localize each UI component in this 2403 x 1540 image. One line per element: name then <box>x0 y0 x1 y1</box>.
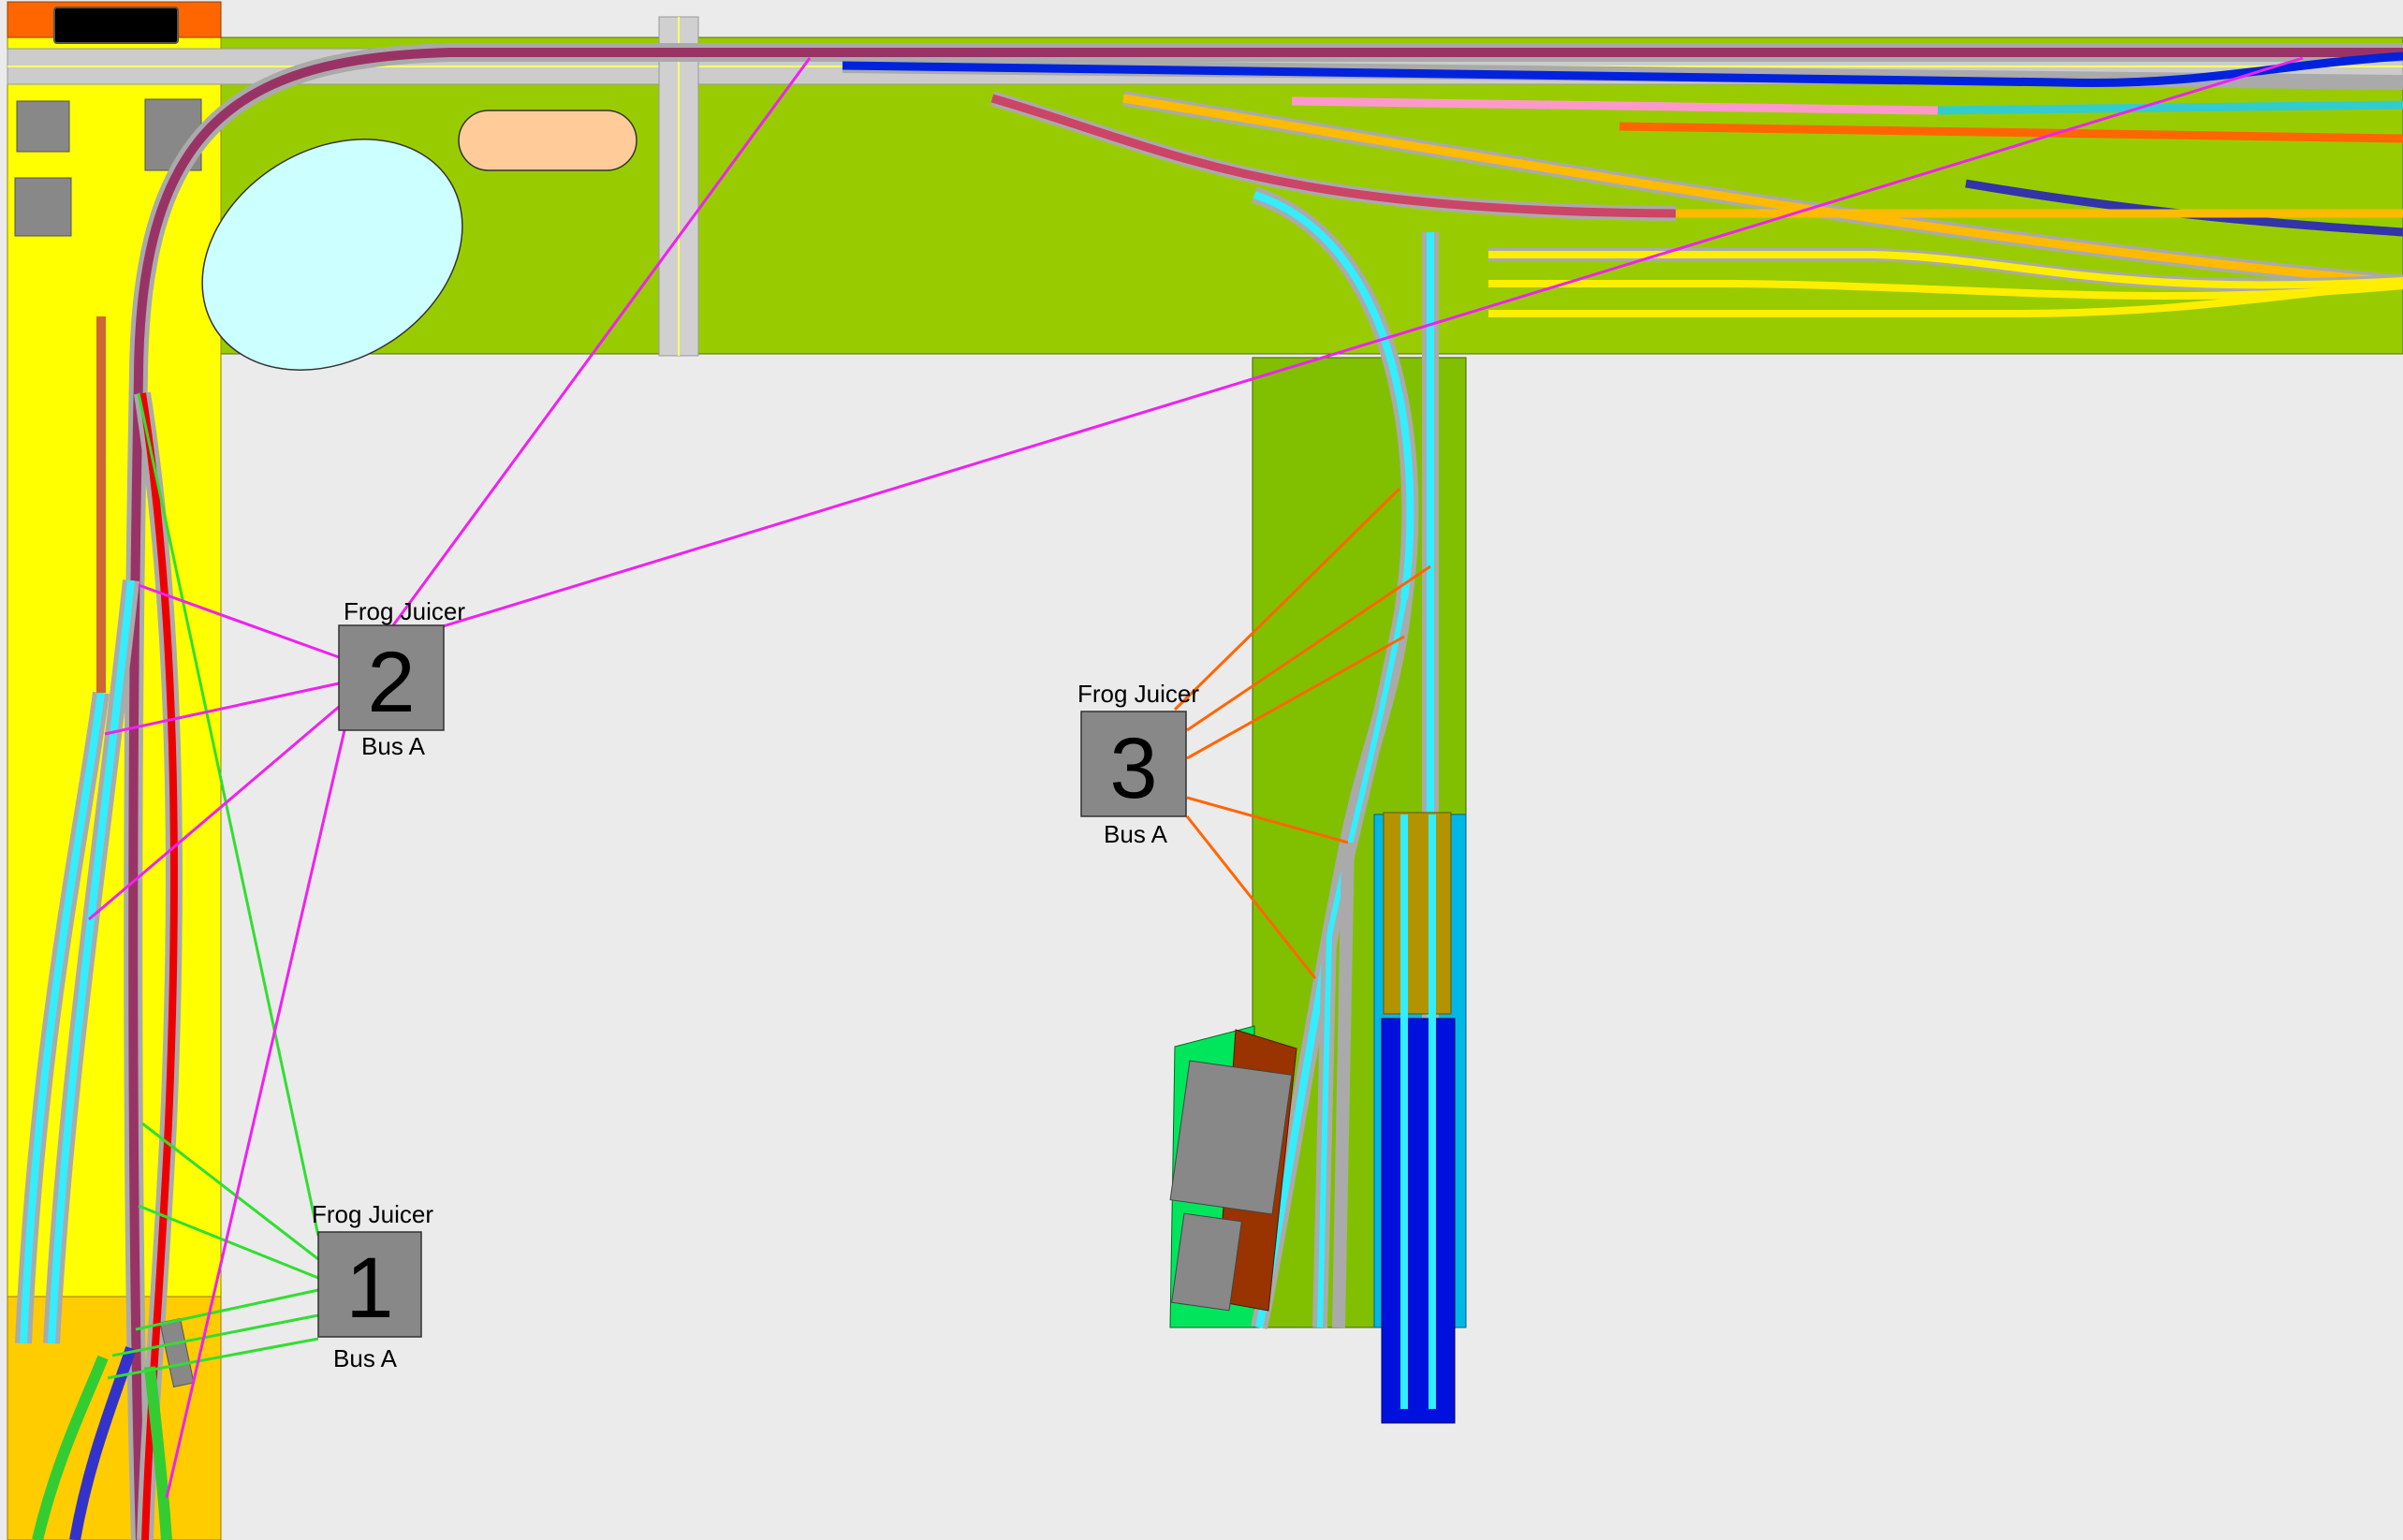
frog-juicer-1-number: 1 <box>345 1240 393 1336</box>
wires-juicer-1 <box>107 392 320 1380</box>
fiddle-yard-khaki <box>1383 812 1452 1015</box>
track-yard-gold-1-color <box>1122 94 2403 287</box>
wires-juicer-2 <box>88 56 2304 1499</box>
frog-juicer-1[interactable]: Frog Juicer 1 Bus A <box>312 1200 433 1372</box>
track-branch-cyan-2-color <box>1317 598 1407 1328</box>
frog-juicer-3-title: Frog Juicer <box>1077 680 1199 708</box>
station-building-2 <box>1171 1212 1242 1312</box>
frog-juicer-3-bus: Bus A <box>1104 820 1168 848</box>
track-yard-yellow-1-color <box>1488 251 2403 289</box>
fiddle-yard-dark-blue <box>1381 1018 1456 1424</box>
track-yard-pink <box>1291 96 1939 115</box>
wires-juicer-3 <box>1173 487 1431 979</box>
building-3 <box>14 177 72 237</box>
track-left-bottom-blue <box>69 1346 137 1540</box>
track-yard-maroon-spur-color <box>990 94 1677 218</box>
frog-juicer-3-box[interactable] <box>1080 711 1187 817</box>
frog-juicer-2-bus: Bus A <box>361 732 426 760</box>
frog-juicer-2-box[interactable] <box>338 624 445 731</box>
control-panel-black <box>53 7 179 44</box>
track-yard-blue-color <box>842 51 2403 87</box>
frog-juicer-2[interactable]: Frog Juicer 2 Bus A <box>338 597 465 760</box>
track-left-bottom-green-2 <box>144 1366 172 1540</box>
frog-juicer-1-box[interactable] <box>317 1231 422 1338</box>
frog-juicer-2-number: 2 <box>367 635 415 730</box>
track-left-cyan-2-color <box>48 579 135 1344</box>
track-yard-yellow-3 <box>1488 282 2403 317</box>
track-left-bottom-green <box>32 1355 109 1540</box>
track-yard-orange <box>1619 122 2403 143</box>
baseboard-left-orange <box>7 1296 222 1540</box>
building-1 <box>16 100 70 153</box>
frog-juicer-1-bus: Bus A <box>333 1344 398 1372</box>
track-branch-grey <box>1332 842 1355 1328</box>
track-yard-teal <box>1937 100 2403 115</box>
frog-juicer-3[interactable]: Frog Juicer 3 Bus A <box>1077 680 1199 848</box>
pond <box>201 139 463 371</box>
frog-juicer-1-title: Frog Juicer <box>312 1200 433 1228</box>
track-main-curve-color <box>128 48 2403 1540</box>
station-building-1 <box>1169 1060 1293 1215</box>
frog-juicer-3-number: 3 <box>1109 721 1157 816</box>
sand-patch <box>458 110 637 171</box>
track-left-cyan-color <box>20 692 105 1344</box>
frog-juicer-2-title: Frog Juicer <box>344 597 465 625</box>
